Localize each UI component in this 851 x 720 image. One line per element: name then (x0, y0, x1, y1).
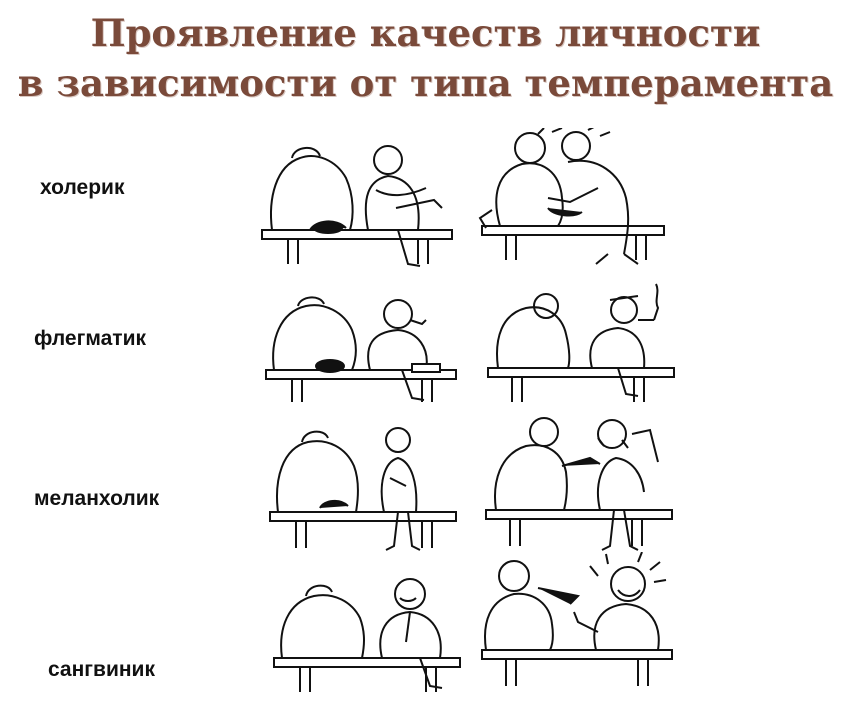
label-melancholic: меланхолик (34, 487, 160, 510)
title-line-1: Проявление качеств личности (90, 11, 761, 55)
cartoon-melancholic-crying (482, 410, 678, 558)
cartoon-phlegmatic-indifferent (484, 278, 684, 408)
label-phlegmatic: флегматик (34, 327, 146, 350)
cartoon-sanguine-laughing (478, 552, 678, 697)
cartoon-phlegmatic-calm (262, 290, 462, 408)
title-line-2: в зависимости от типа темперамента (17, 61, 834, 105)
label-choleric: холерик (40, 176, 125, 199)
page-title: Проявление качеств личности в зависимост… (0, 8, 851, 108)
cartoon-sanguine-calm (270, 572, 466, 697)
cartoon-choleric-calm (258, 138, 458, 273)
cartoon-choleric-angry (478, 128, 668, 268)
cartoon-melancholic-calm (266, 418, 462, 558)
label-sanguine: сангвиник (48, 658, 155, 681)
